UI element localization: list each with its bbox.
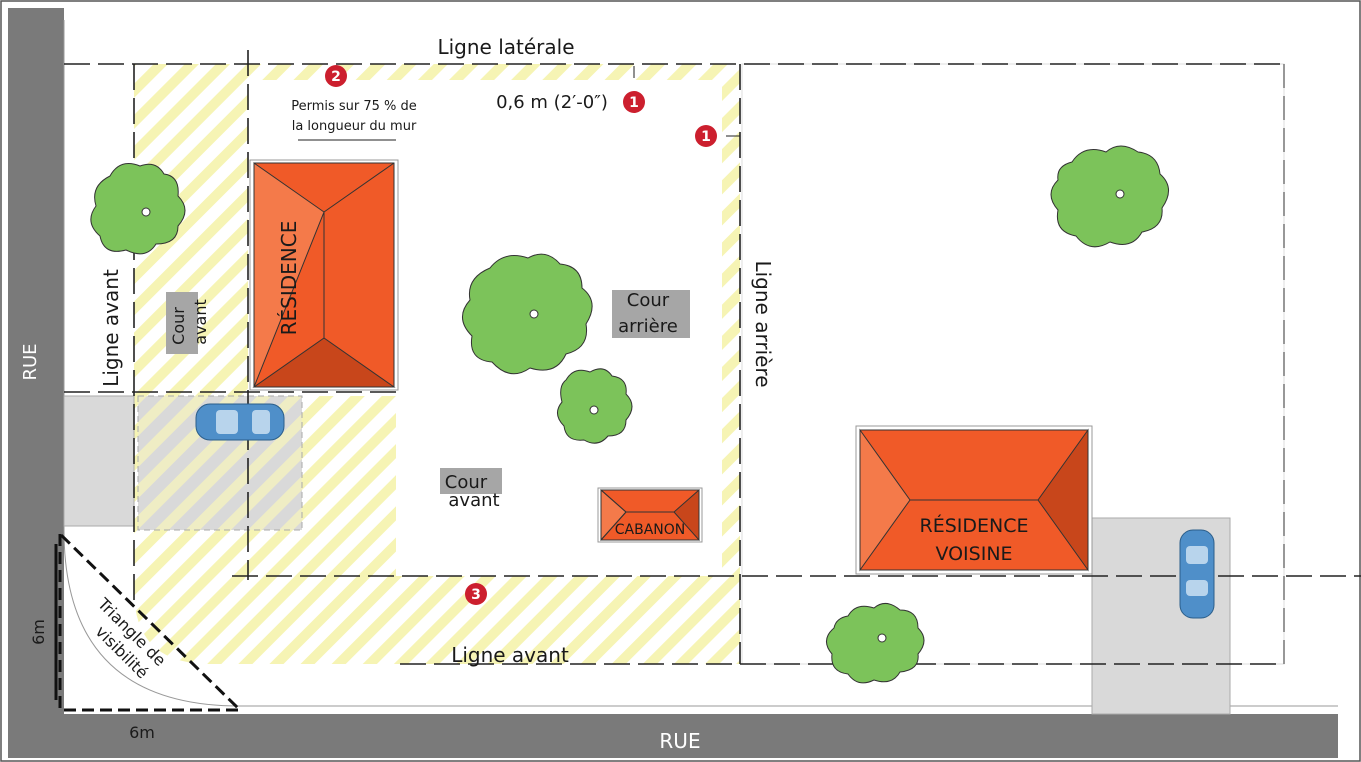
shed-building: CABANON — [597, 487, 703, 543]
svg-text:Cour: Cour — [627, 290, 670, 311]
permit-line-1: Permis sur 75 % de — [291, 99, 417, 114]
svg-text:1: 1 — [629, 95, 639, 111]
yard-label-front-center: Cour avant — [440, 468, 502, 511]
marker-1-side: 1 — [695, 125, 717, 147]
left-street-label: RUE — [20, 343, 41, 380]
bottom-road — [8, 714, 1338, 758]
svg-text:Cour: Cour — [169, 307, 188, 345]
top-lot-line-label: Ligne latérale — [437, 35, 574, 59]
svg-text:2: 2 — [331, 69, 341, 85]
tree-center-large — [462, 253, 593, 375]
svg-text:avant: avant — [448, 490, 499, 511]
marker-3: 3 — [465, 583, 487, 605]
front-lot-line-label-bottom: Ligne avant — [451, 643, 569, 667]
residence-label: RÉSIDENCE — [277, 221, 301, 336]
svg-text:arrière: arrière — [618, 316, 678, 337]
bottom-street-label: RUE — [659, 729, 700, 753]
curb-corner — [63, 529, 241, 707]
tree-bottom — [826, 603, 925, 684]
car-subject — [195, 403, 285, 441]
svg-text:avant: avant — [191, 299, 210, 345]
neighbor-residence-label-2: VOISINE — [935, 543, 1012, 565]
car-neighbor — [1179, 529, 1215, 619]
front-lot-line-label-left: Ligne avant — [99, 269, 123, 387]
dimension-horizontal-label: 6m — [129, 723, 155, 742]
yard-label-rear: Cour arrière — [612, 290, 690, 338]
shed-label: CABANON — [615, 522, 686, 538]
neighbor-residence-building: RÉSIDENCE VOISINE — [855, 425, 1093, 575]
tree-center-small — [557, 368, 633, 444]
marker-1-top: 1 — [623, 91, 645, 113]
yard-label-front-left: Cour avant — [166, 292, 210, 354]
marker-2: 2 — [325, 65, 347, 87]
setback-text: 0,6 m (2′-0″) — [496, 92, 608, 113]
svg-text:1: 1 — [701, 129, 711, 145]
neighbor-residence-label-1: RÉSIDENCE — [920, 514, 1029, 537]
rear-lot-line-label: Ligne arrière — [751, 260, 775, 387]
dimension-vertical-label: 6m — [29, 619, 48, 645]
svg-text:Cour: Cour — [445, 472, 488, 493]
residence-building: RÉSIDENCE — [249, 159, 399, 391]
tree-left — [90, 163, 186, 255]
driveway-apron — [63, 395, 135, 527]
tree-neighbor-top — [1050, 145, 1169, 248]
permit-line-2: la longueur du mur — [292, 119, 417, 134]
svg-text:3: 3 — [471, 587, 481, 603]
